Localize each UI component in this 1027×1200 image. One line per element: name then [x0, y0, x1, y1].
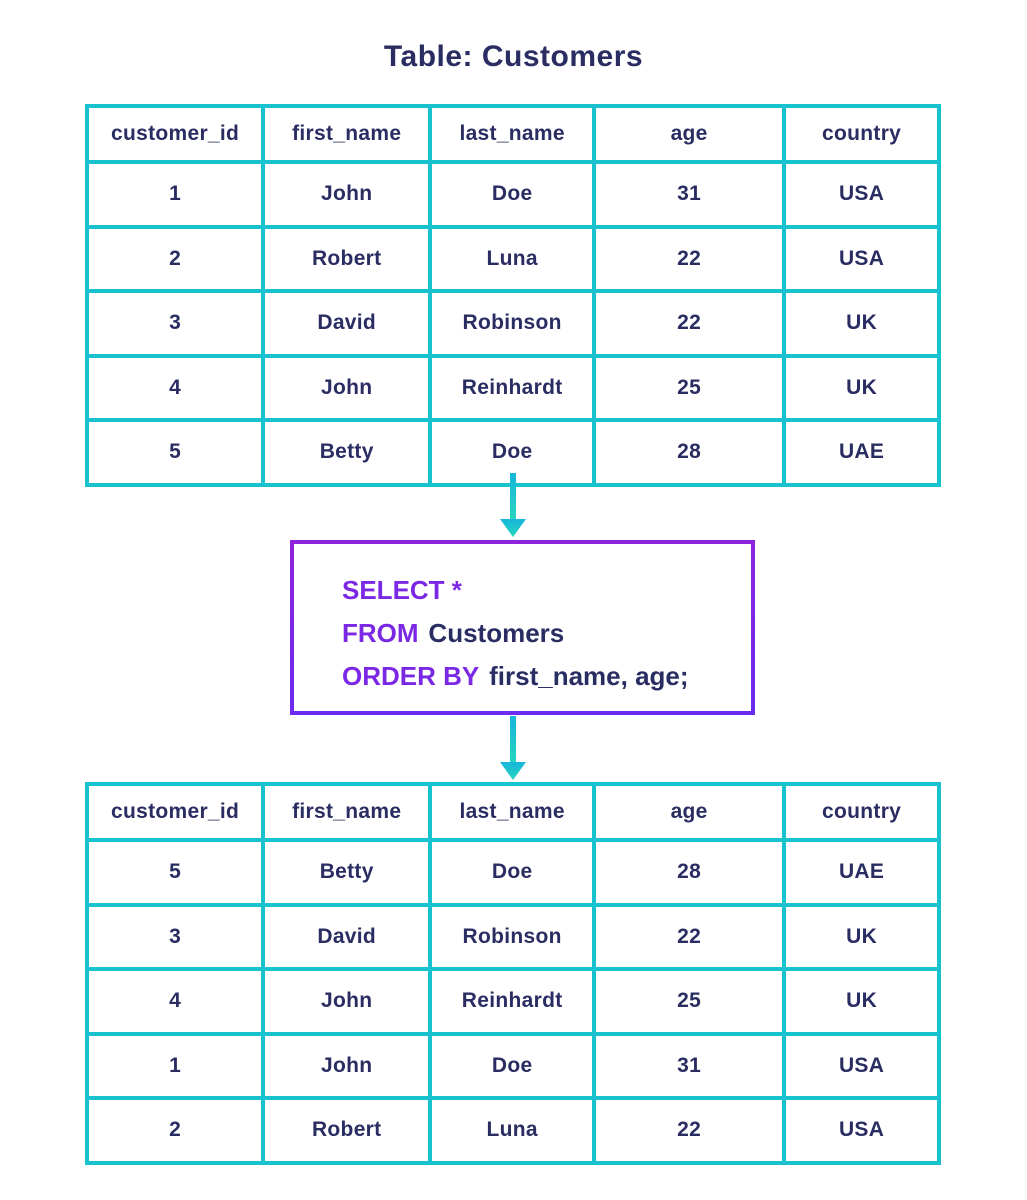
table-cell: 22 — [592, 224, 787, 293]
table-cell: 28 — [592, 418, 787, 487]
column-header: last_name — [428, 782, 597, 842]
sql-keyword: SELECT * — [342, 575, 462, 605]
table-cell: 31 — [592, 160, 787, 229]
table-cell: Doe — [428, 1031, 597, 1100]
table-cell: Reinhardt — [428, 967, 597, 1036]
column-header: last_name — [428, 104, 597, 164]
table-cell: Luna — [428, 224, 597, 293]
column-header: first_name — [261, 782, 433, 842]
table-cell: John — [261, 1031, 433, 1100]
table-cell: UAE — [782, 418, 941, 487]
down-arrow-icon — [500, 716, 526, 780]
table-cell: 22 — [592, 902, 787, 971]
table-cell: 4 — [84, 967, 266, 1036]
table-cell: Robinson — [428, 902, 597, 971]
table-cell: 3 — [84, 902, 266, 971]
sql-keyword: ORDER BY — [342, 661, 480, 691]
down-arrow-icon — [500, 473, 526, 537]
table-cell: 22 — [592, 1096, 787, 1165]
table-cell: 2 — [84, 1096, 266, 1165]
table-cell: Robert — [261, 224, 433, 293]
table-cell: John — [261, 353, 433, 422]
table-cell: Reinhardt — [428, 353, 597, 422]
table-cell: Robinson — [428, 289, 597, 358]
table-cell: Robert — [261, 1096, 433, 1165]
table-cell: Doe — [428, 160, 597, 229]
column-header: age — [592, 104, 787, 164]
column-header: country — [782, 104, 941, 164]
sql-query-box: SELECT * FROM Customers ORDER BY first_nam… — [290, 540, 755, 715]
table-cell: 1 — [84, 1031, 266, 1100]
table-cell: David — [261, 289, 433, 358]
table-cell: 31 — [592, 1031, 787, 1100]
sql-line: FROM Customers — [342, 612, 741, 655]
table-cell: USA — [782, 224, 941, 293]
table-cell: John — [261, 967, 433, 1036]
table-cell: Betty — [261, 838, 433, 907]
sql-line: SELECT * — [342, 569, 741, 612]
table-cell: Doe — [428, 838, 597, 907]
table-cell: 28 — [592, 838, 787, 907]
table-cell: UK — [782, 902, 941, 971]
table-cell: 22 — [592, 289, 787, 358]
table-cell: USA — [782, 1096, 941, 1165]
table-cell: UAE — [782, 838, 941, 907]
table-cell: 1 — [84, 160, 266, 229]
column-header: age — [592, 782, 787, 842]
table-cell: 2 — [84, 224, 266, 293]
table-cell: UK — [782, 967, 941, 1036]
column-header: country — [782, 782, 941, 842]
table-cell: Luna — [428, 1096, 597, 1165]
table-cell: USA — [782, 1031, 941, 1100]
column-header: first_name — [261, 104, 433, 164]
table-cell: UK — [782, 289, 941, 358]
sql-text: first_name, age; — [489, 661, 689, 691]
table-cell: David — [261, 902, 433, 971]
table-cell: 3 — [84, 289, 266, 358]
table-cell: USA — [782, 160, 941, 229]
table-cell: 25 — [592, 353, 787, 422]
column-header: customer_id — [84, 782, 266, 842]
table-cell: 4 — [84, 353, 266, 422]
diagram-title: Table: Customers — [383, 40, 644, 73]
column-header: customer_id — [84, 104, 266, 164]
sql-text: Customers — [428, 618, 565, 648]
table-cell: UK — [782, 353, 941, 422]
table-cell: Betty — [261, 418, 433, 487]
table-cell: 25 — [592, 967, 787, 1036]
table-cell: John — [261, 160, 433, 229]
sql-keyword: FROM — [342, 618, 419, 648]
table-cell: 5 — [84, 838, 266, 907]
sql-line: ORDER BY first_name, age; — [342, 655, 741, 698]
table-cell: 5 — [84, 418, 266, 487]
